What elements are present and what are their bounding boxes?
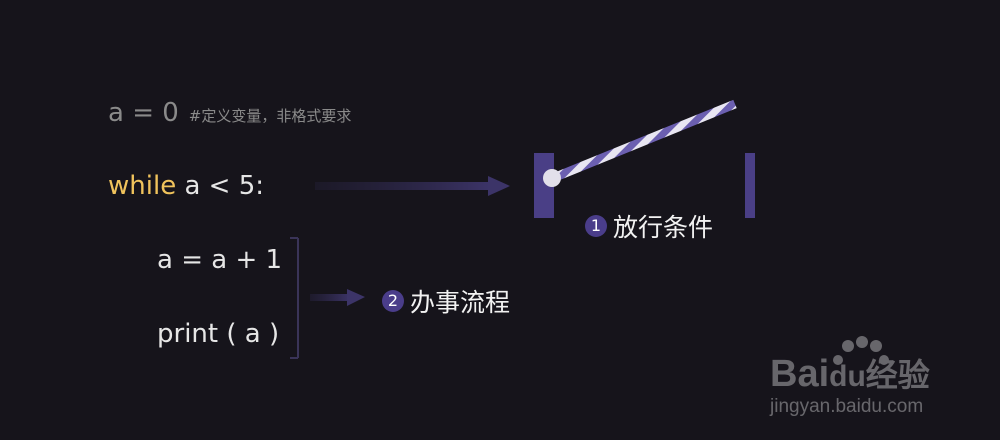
code-line-3: a = a + 1 <box>157 245 283 275</box>
baidu-watermark: Baidu经验 jingyan.baidu.com <box>770 336 970 430</box>
code-line-4: print ( a ) <box>157 319 280 349</box>
process-label: 2 办事流程 <box>382 283 510 319</box>
code-assign-a-0: a = 0 <box>108 98 179 128</box>
condition-number-badge: 1 <box>585 215 607 237</box>
code-line-2: while a < 5: <box>108 171 264 201</box>
watermark-logo-text: Baidu经验 <box>770 353 930 395</box>
condition-text: 放行条件 <box>613 213 714 242</box>
process-text: 办事流程 <box>410 288 511 317</box>
process-arrow <box>310 289 365 306</box>
condition-arrow <box>315 176 510 196</box>
code-comment: #定义变量，非格式要求 <box>188 107 352 125</box>
while-condition: a < 5: <box>184 171 265 201</box>
baidu-paw-logo-icon: Baidu经验 <box>770 336 930 395</box>
condition-label: 1 放行条件 <box>585 208 713 244</box>
process-number-badge: 2 <box>382 290 404 312</box>
watermark-url: jingyan.baidu.com <box>770 396 924 417</box>
loop-body-bracket <box>290 237 299 359</box>
code-line-1: a = 0 #定义变量，非格式要求 <box>108 98 351 128</box>
while-keyword: while <box>108 171 177 201</box>
barrier-gate-icon <box>534 99 755 218</box>
